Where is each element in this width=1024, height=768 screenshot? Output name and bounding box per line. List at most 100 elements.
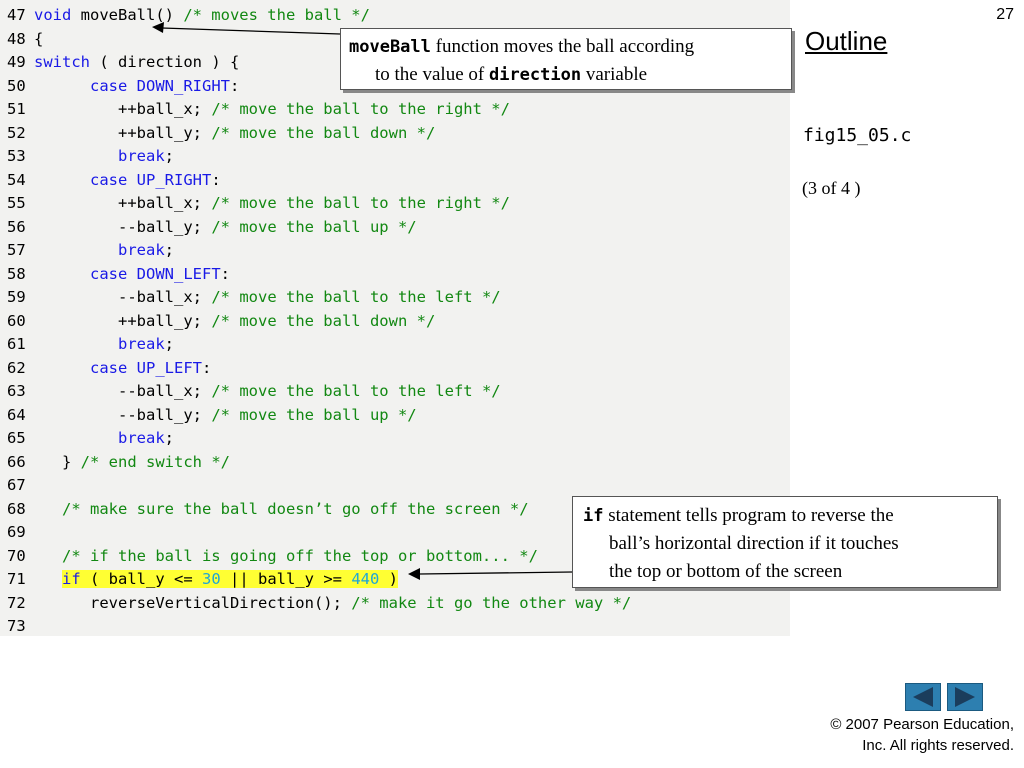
code-token: :: [230, 76, 240, 95]
line-number: 67: [7, 476, 26, 494]
code-text: --ball_y; /* move the ball up */: [34, 216, 417, 239]
code-token: || ball_y >=: [220, 570, 352, 588]
code-line: 72 reverseVerticalDirection(); /* make i…: [0, 592, 790, 615]
code-text: --ball_x; /* move the ball to the left *…: [34, 380, 501, 403]
code-line: 73: [0, 615, 790, 638]
previous-slide-button[interactable]: [905, 683, 941, 711]
line-number: 50: [7, 76, 26, 95]
callout-code-moveball: moveBall: [349, 37, 431, 57]
line-number: 63: [7, 382, 26, 400]
code-text: reverseVerticalDirection(); /* make it g…: [34, 592, 631, 615]
comment-token: /* make sure the ball doesn’t go off the…: [62, 499, 529, 518]
line-number: 69: [7, 523, 26, 541]
keyword-token: case: [90, 358, 128, 377]
code-segment: ++ball_x; /* move the ball to the right …: [118, 100, 510, 118]
line-number: 72: [7, 593, 26, 612]
code-text: --ball_y; /* move the ball up */: [34, 404, 417, 427]
callout-text: ball’s horizontal direction if it touche…: [609, 533, 899, 554]
if-statement-callout: if statement tells program to reverse th…: [572, 496, 998, 588]
line-number: 71: [7, 570, 26, 588]
code-token: :: [220, 264, 231, 283]
comment-token: /* end switch */: [80, 452, 230, 471]
code-segment: --ball_x; /* move the ball to the left *…: [118, 382, 501, 400]
code-token: [127, 77, 136, 95]
code-token: ( ball_y <=: [80, 570, 202, 588]
figure-name: fig15_05.c: [803, 125, 912, 146]
code-text: break;: [34, 427, 174, 450]
code-token: ;: [164, 241, 175, 259]
code-text: if ( ball_y <= 30 || ball_y >= 440 ): [34, 568, 398, 591]
callout-text: to the value of: [375, 64, 489, 85]
code-text: break;: [34, 333, 174, 356]
code-line: 66 } /* end switch */: [0, 451, 790, 474]
copyright: © 2007 Pearson Education, Inc. All right…: [830, 714, 1014, 756]
code-text: switch ( direction ) {: [34, 51, 239, 74]
callout-code-direction: direction: [488, 65, 582, 85]
line-number: 61: [7, 335, 26, 353]
code-segment: case DOWN_RIGHT:: [90, 77, 239, 95]
copyright-line: © 2007 Pearson Education,: [830, 716, 1014, 733]
code-text: ++ball_y; /* move the ball down */: [34, 310, 435, 333]
constant-token: DOWN_LEFT: [136, 264, 221, 283]
code-line: 65 break;: [0, 427, 790, 450]
page-indicator: (3 of 4 ): [802, 178, 861, 198]
code-line: 63 --ball_x; /* move the ball to the lef…: [0, 380, 790, 403]
code-text: case UP_LEFT:: [34, 357, 211, 380]
keyword-token: switch: [34, 53, 90, 71]
code-segment: break;: [118, 241, 174, 259]
code-segment: /* make sure the ball doesn’t go off the…: [62, 500, 529, 518]
line-number: 59: [7, 288, 26, 306]
code-line: 52 ++ball_y; /* move the ball down */: [0, 122, 790, 145]
line-number: 53: [7, 147, 26, 165]
line-number: 48: [7, 29, 26, 48]
comment-token: /* make it go the other way */: [351, 593, 632, 612]
code-line: 57 break;: [0, 239, 790, 262]
code-text: --ball_x; /* move the ball to the left *…: [34, 286, 501, 309]
code-token: --ball_y;: [118, 217, 212, 236]
comment-token: /* move the ball up */: [211, 405, 417, 424]
line-number: 68: [7, 499, 26, 518]
line-number: 47: [7, 6, 26, 24]
keyword-token: void: [34, 6, 72, 24]
line-number: 58: [7, 264, 26, 283]
code-segment: } /* end switch */: [62, 453, 230, 471]
code-text: void moveBall() /* moves the ball */: [34, 4, 370, 27]
code-token: ++ball_y;: [118, 311, 212, 330]
code-token: ): [379, 570, 398, 588]
code-text: ++ball_y; /* move the ball down */: [34, 122, 435, 145]
comment-token: /* move the ball down */: [211, 123, 436, 142]
code-token: --ball_x;: [118, 288, 212, 306]
next-slide-button[interactable]: [947, 683, 983, 711]
line-number: 64: [7, 405, 26, 424]
code-segment: {: [34, 30, 43, 48]
line-number: 49: [7, 53, 26, 71]
code-token: reverseVerticalDirection();: [90, 593, 352, 612]
code-token: ++ball_y;: [118, 123, 212, 142]
code-line: 55 ++ball_x; /* move the ball to the rig…: [0, 192, 790, 215]
keyword-token: if: [62, 570, 81, 588]
code-token: moveBall(): [71, 6, 184, 24]
code-text: case DOWN_LEFT:: [34, 263, 230, 286]
line-number: 54: [7, 170, 26, 189]
code-line: 54 case UP_RIGHT:: [0, 169, 790, 192]
code-token: ;: [164, 429, 175, 447]
line-number: 73: [7, 617, 26, 635]
code-text: ++ball_x; /* move the ball to the right …: [34, 98, 510, 121]
constant-token: UP_LEFT: [136, 358, 202, 377]
line-number: 52: [7, 123, 26, 142]
code-segment: --ball_y; /* move the ball up */: [118, 406, 417, 424]
keyword-token: case: [90, 76, 128, 95]
code-text: ++ball_x; /* move the ball to the right …: [34, 192, 510, 215]
code-line: 70 /* if the ball is going off the top o…: [0, 545, 790, 568]
code-text: } /* end switch */: [34, 451, 230, 474]
keyword-token: break: [118, 429, 165, 447]
code-text: /* make sure the ball doesn’t go off the…: [34, 498, 529, 521]
code-line: 67: [0, 474, 790, 497]
callout-text: function moves the ball according: [430, 36, 695, 57]
code-line: 68 /* make sure the ball doesn’t go off …: [0, 498, 790, 521]
code-text: case UP_RIGHT:: [34, 169, 221, 192]
code-line: 48 {: [0, 28, 790, 51]
line-number: 55: [7, 194, 26, 212]
outline-title[interactable]: Outline: [805, 26, 888, 56]
